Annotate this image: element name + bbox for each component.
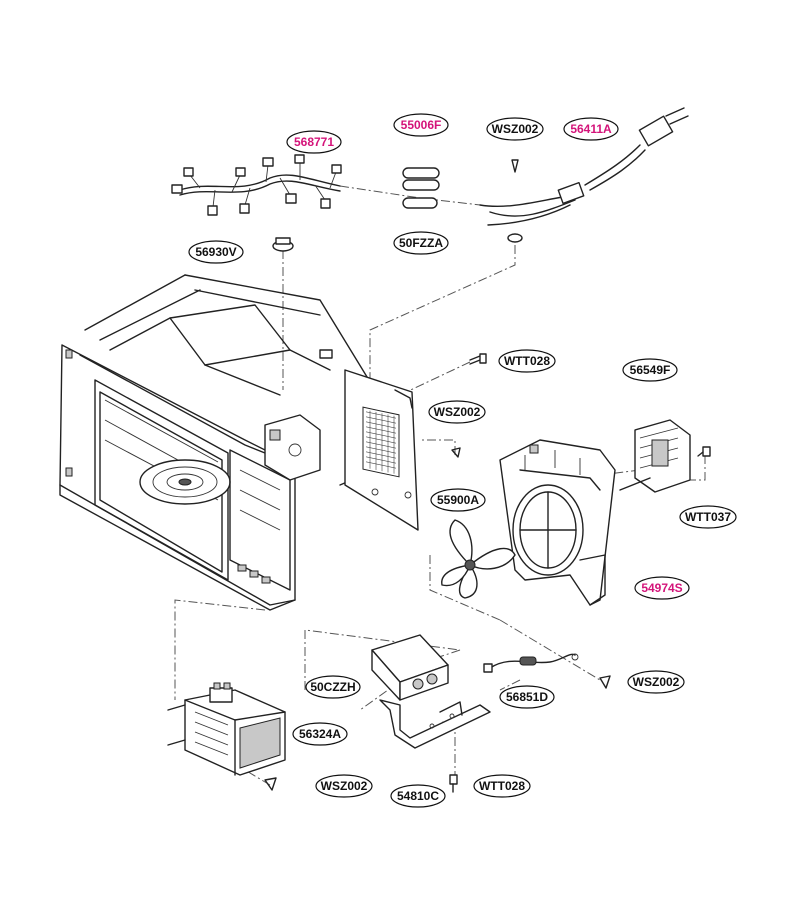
- svg-text:54810C: 54810C: [397, 789, 439, 803]
- svg-text:56411A: 56411A: [570, 122, 612, 136]
- screw-wtt028-bottom: [449, 774, 458, 793]
- fan-blade[interactable]: [441, 519, 516, 599]
- svg-text:WTT028: WTT028: [479, 779, 525, 793]
- svg-text:55900A: 55900A: [437, 493, 479, 507]
- svg-text:50CZZH: 50CZZH: [310, 680, 355, 694]
- svg-text:55006F: 55006F: [401, 118, 442, 132]
- screw-wsz002-bottom: [264, 777, 277, 791]
- wire-harness[interactable]: [171, 154, 342, 216]
- fan-duct[interactable]: [499, 439, 616, 606]
- svg-text:WTT028: WTT028: [504, 354, 550, 368]
- hv-diode[interactable]: [483, 653, 579, 673]
- svg-text:56549F: 56549F: [630, 363, 671, 377]
- label-WTT028-bottom[interactable]: WTT028: [473, 774, 531, 798]
- magnetron[interactable]: [167, 682, 286, 776]
- label-56549F[interactable]: 56549F: [622, 358, 678, 382]
- svg-text:WSZ002: WSZ002: [321, 779, 368, 793]
- label-WSZ002-mid[interactable]: WSZ002: [428, 400, 486, 424]
- label-WTT028-mid[interactable]: WTT028: [498, 349, 556, 373]
- svg-text:56930V: 56930V: [195, 245, 236, 259]
- fuse-pair[interactable]: [402, 167, 440, 191]
- label-56851D[interactable]: 56851D: [499, 685, 555, 709]
- svg-text:568771: 568771: [294, 135, 334, 149]
- side-panel: [344, 369, 419, 531]
- screw-wtt037: [697, 446, 711, 457]
- svg-text:WTT037: WTT037: [685, 510, 731, 524]
- power-cord[interactable]: [479, 107, 689, 243]
- oven-cavity: [59, 274, 376, 611]
- label-WSZ002-right[interactable]: WSZ002: [627, 670, 685, 694]
- svg-text:54974S: 54974S: [641, 581, 682, 595]
- screw-wtt028-mid: [469, 353, 487, 365]
- label-54974S[interactable]: 54974S: [634, 576, 690, 600]
- screw-wsz002-mid: [451, 447, 461, 458]
- capacitor-bracket[interactable]: [379, 699, 491, 749]
- label-50FZZA[interactable]: 50FZZA: [393, 231, 449, 255]
- svg-text:50FZZA: 50FZZA: [399, 236, 443, 250]
- fuse-single[interactable]: [402, 197, 438, 209]
- capacitor[interactable]: [371, 634, 449, 701]
- labels: 568771 55006F WSZ002 56411A 56930V 50FZZ…: [188, 113, 737, 808]
- thermostat[interactable]: [272, 237, 294, 252]
- svg-text:56324A: 56324A: [299, 727, 341, 741]
- label-50CZZH[interactable]: 50CZZH: [305, 675, 361, 699]
- svg-text:WSZ002: WSZ002: [633, 675, 680, 689]
- fan-motor[interactable]: [619, 419, 691, 493]
- label-56411A[interactable]: 56411A: [563, 117, 619, 141]
- label-WSZ002-top[interactable]: WSZ002: [486, 117, 544, 141]
- leader-lines: [174, 185, 706, 786]
- label-54810C[interactable]: 54810C: [390, 784, 446, 808]
- label-WTT037[interactable]: WTT037: [679, 505, 737, 529]
- label-55900A[interactable]: 55900A: [430, 488, 486, 512]
- label-WSZ002-bottom[interactable]: WSZ002: [315, 774, 373, 798]
- label-55006F[interactable]: 55006F: [393, 113, 449, 137]
- label-56930V[interactable]: 56930V: [188, 240, 244, 264]
- svg-text:56851D: 56851D: [506, 690, 548, 704]
- screw-wsz002-right: [599, 675, 611, 689]
- label-56324A[interactable]: 56324A: [292, 722, 348, 746]
- label-568771[interactable]: 568771: [286, 130, 342, 154]
- svg-text:WSZ002: WSZ002: [434, 405, 481, 419]
- screw-wsz002-top: [511, 159, 519, 173]
- svg-text:WSZ002: WSZ002: [492, 122, 539, 136]
